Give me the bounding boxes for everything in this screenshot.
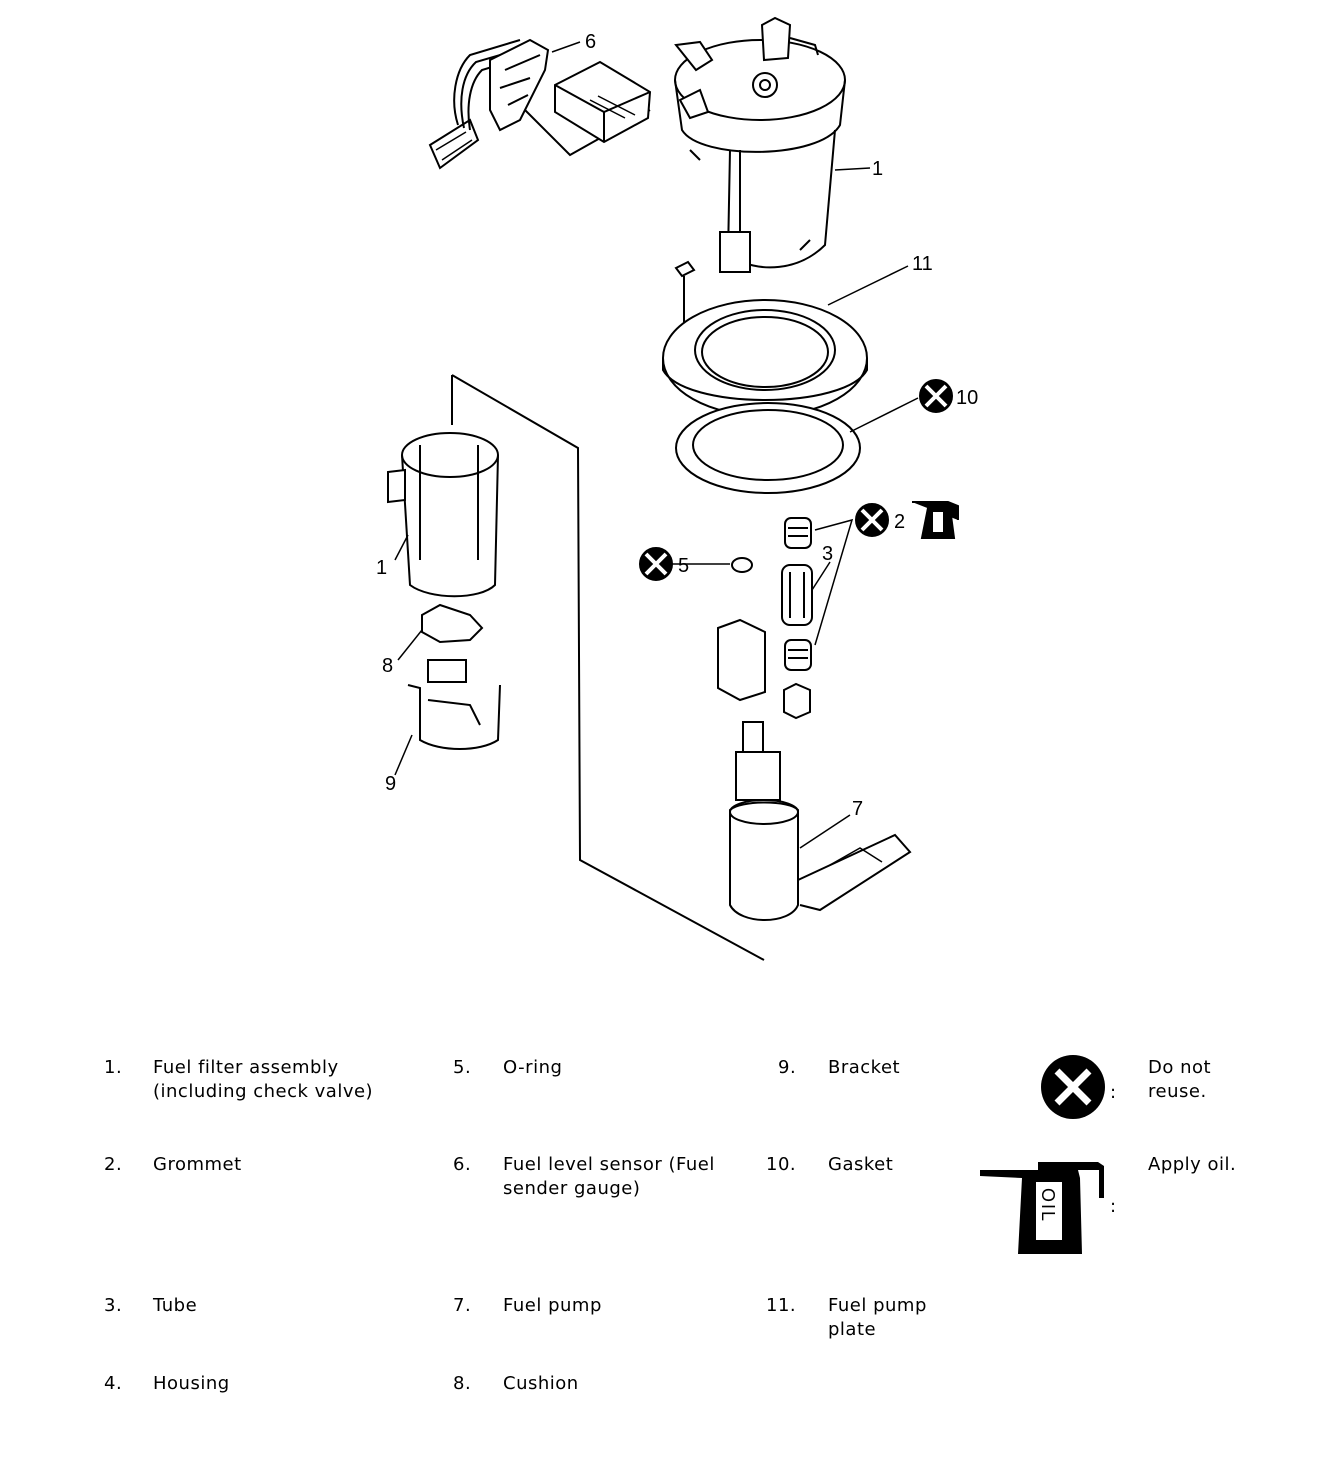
callout-2: 2: [894, 511, 905, 533]
do-not-reuse-line2: reuse.: [1148, 1081, 1207, 1102]
legend-num-4: 4.: [104, 1373, 123, 1394]
do-not-reuse-icon: [1041, 1055, 1105, 1119]
legend-num-5: 5.: [453, 1057, 472, 1078]
legend-desc-1: Fuel filter assembly (including check va…: [153, 1056, 373, 1104]
legend-desc-6-line2: sender gauge): [503, 1178, 641, 1199]
leader-lines: [394, 41, 919, 849]
housing-drawing: [387, 432, 499, 598]
o-ring-drawing: [731, 557, 753, 573]
fuel-pump-drawing: [729, 721, 912, 921]
legend-desc-8: Cushion: [503, 1373, 579, 1394]
legend-desc-6-line1: Fuel level sensor (Fuel: [503, 1154, 715, 1175]
legend-num-10: 10.: [766, 1154, 797, 1175]
pump-bracket-drawing: [717, 618, 766, 702]
fuel-level-sensor-drawing: [428, 38, 652, 170]
legend-desc-11-line2: plate: [828, 1319, 877, 1340]
bolt-drawing: [674, 260, 696, 330]
fuel-pump-exploded-diagram: 6 1 11 10 2 3 5 1 8 9 7: [376, 16, 978, 961]
gasket-drawing: [675, 402, 861, 494]
oil-can-icon: [912, 501, 959, 539]
legend-num-1: 1.: [104, 1057, 123, 1078]
legend-desc-6: Fuel level sensor (Fuel sender gauge): [503, 1153, 715, 1201]
gasket-inner-drawing: [692, 409, 844, 481]
legend-desc-9: Bracket: [828, 1057, 901, 1078]
legend-num-2: 2.: [104, 1154, 123, 1175]
legend-num-9: 9.: [778, 1057, 797, 1078]
callout-6: 6: [585, 31, 596, 53]
assembly-frame-line: [451, 374, 765, 961]
callout-8: 8: [382, 655, 393, 677]
do-not-reuse-colon: :: [1110, 1082, 1117, 1103]
legend-desc-11-line1: Fuel pump: [828, 1295, 927, 1316]
apply-oil-text: Apply oil.: [1148, 1154, 1237, 1175]
callout-1-housing: 1: [376, 557, 387, 579]
callout-7: 7: [852, 798, 863, 820]
oil-can-icon: OIL: [980, 1162, 1104, 1254]
legend-num-11: 11.: [766, 1295, 797, 1316]
callout-3: 3: [822, 543, 833, 565]
cushion-drawing: [421, 603, 484, 644]
apply-oil-colon: :: [1110, 1196, 1117, 1217]
grommet-tube-drawing: [781, 517, 813, 720]
do-not-reuse-icon: [855, 503, 889, 537]
legend-desc-11: Fuel pump plate: [828, 1294, 927, 1342]
callout-10: 10: [956, 387, 978, 409]
do-not-reuse-line1: Do not: [1148, 1057, 1212, 1078]
legend-desc-3: Tube: [153, 1295, 198, 1316]
do-not-reuse-icon: [919, 379, 953, 413]
do-not-reuse-text: Do not reuse.: [1148, 1056, 1211, 1104]
callout-5: 5: [678, 555, 689, 577]
callout-9: 9: [385, 773, 396, 795]
callout-1: 1: [872, 158, 883, 180]
legend-num-3: 3.: [104, 1295, 123, 1316]
legend-num-7: 7.: [453, 1295, 472, 1316]
fuel-filter-assembly-drawing: [674, 16, 846, 273]
legend-desc-5: O-ring: [503, 1057, 563, 1078]
callout-11: 11: [912, 253, 933, 275]
legend-desc-1-line1: Fuel filter assembly: [153, 1057, 339, 1078]
legend-desc-10: Gasket: [828, 1154, 894, 1175]
legend-num-6: 6.: [453, 1154, 472, 1175]
legend-desc-7: Fuel pump: [503, 1295, 602, 1316]
oil-label: OIL: [1038, 1188, 1058, 1223]
legend-num-8: 8.: [453, 1373, 472, 1394]
do-not-reuse-icon: [639, 547, 673, 581]
legend-desc-2: Grommet: [153, 1154, 242, 1175]
bracket-drawing: [407, 659, 501, 750]
legend-desc-4: Housing: [153, 1373, 230, 1394]
legend-desc-1-line2: (including check valve): [153, 1081, 374, 1102]
